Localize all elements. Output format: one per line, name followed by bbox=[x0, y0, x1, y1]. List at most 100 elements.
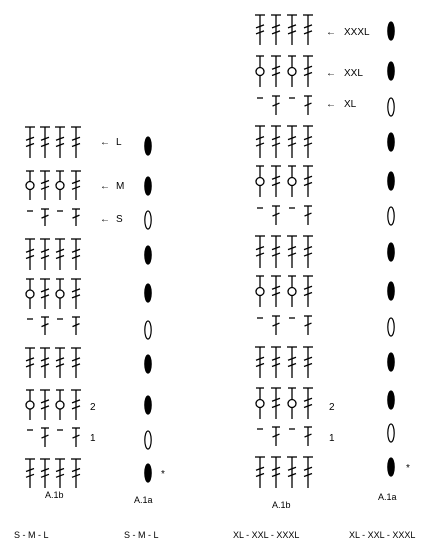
double-crochet-symbol bbox=[272, 205, 280, 225]
cluster-symbol bbox=[287, 55, 297, 87]
triple-crochet-symbol bbox=[255, 235, 265, 268]
triple-crochet-symbol bbox=[303, 346, 313, 378]
right-chart-panel bbox=[255, 14, 395, 488]
triple-crochet-symbol bbox=[271, 346, 281, 378]
filled-oval-symbol bbox=[387, 132, 395, 152]
triple-crochet-symbol bbox=[287, 125, 297, 158]
triple-crochet-symbol bbox=[71, 278, 81, 309]
triple-crochet-symbol bbox=[271, 235, 281, 268]
arrow-icon: ← bbox=[326, 27, 336, 38]
arrow-icon: ← bbox=[100, 137, 110, 148]
triple-crochet-symbol bbox=[40, 170, 50, 200]
row-number-1: 1 bbox=[90, 433, 96, 444]
triple-crochet-symbol bbox=[40, 389, 50, 420]
triple-crochet-symbol bbox=[287, 456, 297, 488]
double-crochet-symbol bbox=[304, 315, 312, 335]
triple-crochet-symbol bbox=[303, 275, 313, 307]
open-oval-symbol bbox=[387, 97, 395, 117]
double-crochet-symbol bbox=[72, 427, 80, 447]
open-oval-symbol bbox=[144, 430, 152, 450]
triple-crochet-symbol bbox=[71, 458, 81, 488]
cluster-symbol bbox=[255, 387, 265, 419]
chart-label-a1a: A.1a bbox=[134, 495, 153, 505]
triple-crochet-symbol bbox=[71, 170, 81, 200]
triple-crochet-symbol bbox=[271, 125, 281, 158]
row-number-1: 1 bbox=[329, 433, 335, 444]
triple-crochet-symbol bbox=[303, 125, 313, 158]
triple-crochet-symbol bbox=[40, 347, 50, 378]
double-crochet-symbol bbox=[272, 426, 280, 446]
triple-crochet-symbol bbox=[71, 126, 81, 158]
double-crochet-symbol bbox=[272, 315, 280, 335]
double-crochet-symbol bbox=[272, 95, 280, 115]
size-label-l: L bbox=[116, 137, 122, 148]
filled-oval-symbol bbox=[144, 136, 152, 156]
triple-crochet-symbol bbox=[71, 347, 81, 378]
filled-oval-symbol bbox=[144, 463, 152, 483]
open-oval-symbol bbox=[144, 320, 152, 340]
size-range-a1b: XL - XXL - XXXL bbox=[233, 530, 299, 540]
chart-label-a1a: A.1a bbox=[378, 492, 397, 502]
size-label-xxxl: XXXL bbox=[344, 27, 370, 38]
open-oval-symbol bbox=[387, 423, 395, 443]
cluster-symbol bbox=[55, 170, 65, 200]
double-crochet-symbol bbox=[304, 205, 312, 225]
triple-crochet-symbol bbox=[255, 14, 265, 45]
chart-label-a1b: A.1b bbox=[272, 500, 291, 510]
triple-crochet-symbol bbox=[271, 456, 281, 488]
double-crochet-symbol bbox=[41, 427, 49, 447]
triple-crochet-symbol bbox=[303, 14, 313, 45]
triple-crochet-symbol bbox=[271, 55, 281, 87]
triple-crochet-symbol bbox=[271, 165, 281, 197]
triple-crochet-symbol bbox=[25, 126, 35, 158]
triple-crochet-symbol bbox=[271, 275, 281, 307]
size-label-xl: XL bbox=[344, 99, 357, 110]
filled-oval-symbol bbox=[144, 176, 152, 196]
filled-oval-symbol bbox=[144, 283, 152, 303]
triple-crochet-symbol bbox=[303, 165, 313, 197]
arrow-icon: ← bbox=[100, 214, 110, 225]
triple-crochet-symbol bbox=[40, 278, 50, 309]
row-number-2: 2 bbox=[90, 402, 96, 413]
left-chart-panel bbox=[25, 126, 152, 488]
triple-crochet-symbol bbox=[303, 387, 313, 419]
size-label-m: M bbox=[116, 181, 124, 192]
triple-crochet-symbol bbox=[255, 125, 265, 158]
triple-crochet-symbol bbox=[40, 126, 50, 158]
size-range-a1b: S - M - L bbox=[14, 530, 49, 540]
cluster-symbol bbox=[255, 165, 265, 197]
triple-crochet-symbol bbox=[255, 346, 265, 378]
double-crochet-symbol bbox=[72, 316, 80, 335]
size-label-s: S bbox=[116, 214, 123, 225]
arrow-icon: ← bbox=[326, 99, 336, 110]
filled-oval-symbol bbox=[387, 457, 395, 477]
filled-oval-symbol bbox=[387, 61, 395, 81]
open-oval-symbol bbox=[387, 317, 395, 337]
triple-crochet-symbol bbox=[303, 55, 313, 87]
filled-oval-symbol bbox=[387, 171, 395, 191]
triple-crochet-symbol bbox=[255, 456, 265, 488]
filled-oval-symbol bbox=[144, 245, 152, 265]
star-marker: * bbox=[406, 463, 410, 474]
filled-oval-symbol bbox=[387, 242, 395, 262]
triple-crochet-symbol bbox=[271, 14, 281, 45]
size-label-xxl: XXL bbox=[344, 68, 363, 79]
triple-crochet-symbol bbox=[25, 458, 35, 488]
cluster-symbol bbox=[25, 389, 35, 420]
size-range-a1a: XL - XXL - XXXL bbox=[349, 530, 415, 540]
triple-crochet-symbol bbox=[287, 235, 297, 268]
open-oval-symbol bbox=[144, 210, 152, 230]
cluster-symbol bbox=[287, 275, 297, 307]
triple-crochet-symbol bbox=[40, 458, 50, 488]
cluster-symbol bbox=[255, 275, 265, 307]
filled-oval-symbol bbox=[144, 395, 152, 415]
triple-crochet-symbol bbox=[55, 347, 65, 378]
open-oval-symbol bbox=[387, 206, 395, 226]
filled-oval-symbol bbox=[144, 354, 152, 374]
double-crochet-symbol bbox=[41, 208, 49, 226]
cluster-symbol bbox=[55, 278, 65, 309]
chart-label-a1b: A.1b bbox=[45, 490, 64, 500]
triple-crochet-symbol bbox=[55, 238, 65, 270]
arrow-icon: ← bbox=[100, 181, 110, 192]
cluster-symbol bbox=[55, 389, 65, 420]
